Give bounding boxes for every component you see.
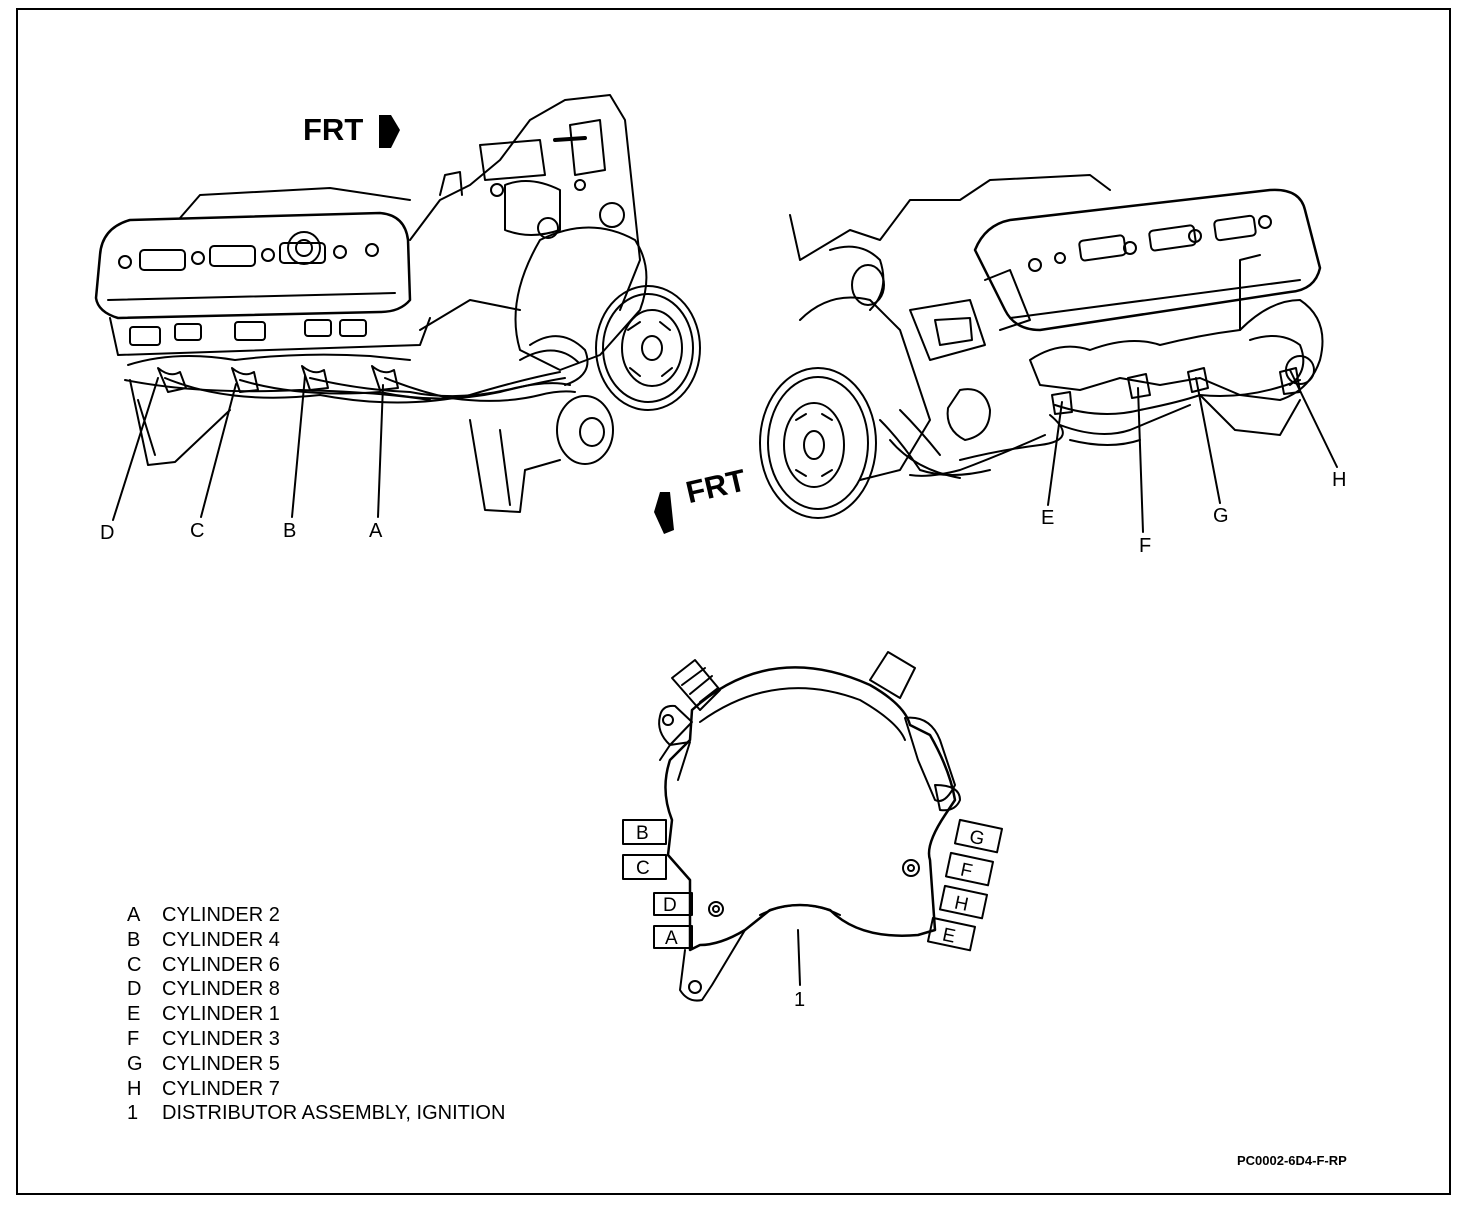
right-leader-lines [1047,369,1338,533]
frt-arrow-right-icon [379,115,400,148]
legend-key: H [127,1077,142,1100]
figure-code: PC0002-6D4-F-RP [1237,1153,1347,1168]
callout-label-distributor: 1 [794,989,806,1011]
legend-key: B [127,928,141,951]
legend-key: C [127,953,142,976]
terminal-label: A [665,928,678,949]
terminal-label: B [636,823,649,844]
legend-text: CYLINDER 3 [162,1027,280,1050]
callout-label: B [283,520,297,542]
callout-label: F [1139,535,1152,557]
callout-label: D [100,522,115,544]
legend-row: H CYLINDER 7 [127,1077,505,1102]
terminal-label: F [958,860,974,883]
legend-key: G [127,1052,143,1075]
legend-key: D [127,978,142,1001]
legend-row: C CYLINDER 6 [127,953,505,978]
legend-row: E CYLINDER 1 [127,1002,505,1027]
legend-text: CYLINDER 8 [162,978,280,1001]
legend-row: A CYLINDER 2 [127,903,505,928]
right-engine-view [759,174,1324,519]
distributor-terminal-labels: B C D A G F H E [636,823,986,949]
terminal-label: E [940,925,957,948]
callout-label: A [369,520,383,542]
callout-label: E [1041,507,1055,529]
left-leader-lines [112,375,384,521]
legend-key: 1 [127,1102,139,1125]
legend-row: F CYLINDER 3 [127,1027,505,1052]
legend-text: CYLINDER 7 [162,1077,280,1100]
front-orientation-label-left: FRT [303,112,364,147]
legend-row: 1 DISTRIBUTOR ASSEMBLY, IGNITION [127,1101,505,1126]
legend-text: CYLINDER 5 [162,1052,280,1075]
terminal-label: G [967,827,986,851]
legend-row: D CYLINDER 8 [127,977,505,1002]
callout-label: C [190,520,205,542]
terminal-label: D [663,895,677,916]
callout-label: H [1332,469,1347,491]
legend-text: DISTRIBUTOR ASSEMBLY, IGNITION [162,1102,506,1125]
left-engine-view [94,94,701,513]
terminal-label: H [952,893,970,916]
frt-arrow-left-icon [654,492,674,534]
legend-row: G CYLINDER 5 [127,1052,505,1077]
legend-key: A [127,904,141,926]
legend-row: B CYLINDER 4 [127,928,505,953]
legend-text: CYLINDER 4 [162,928,280,951]
legend-text: CYLINDER 1 [162,1003,280,1026]
callout-label: G [1213,505,1229,527]
legend-text: CYLINDER 2 [162,904,280,926]
legend-text: CYLINDER 6 [162,953,280,976]
legend-key: F [127,1027,140,1050]
distributor-assembly [622,651,1004,1002]
legend: A CYLINDER 2 B CYLINDER 4 C CYLINDER 6 D CYL… [127,903,505,1126]
diagram-frame [16,8,1451,1195]
terminal-label: C [636,858,650,879]
legend-key: E [127,1003,141,1026]
